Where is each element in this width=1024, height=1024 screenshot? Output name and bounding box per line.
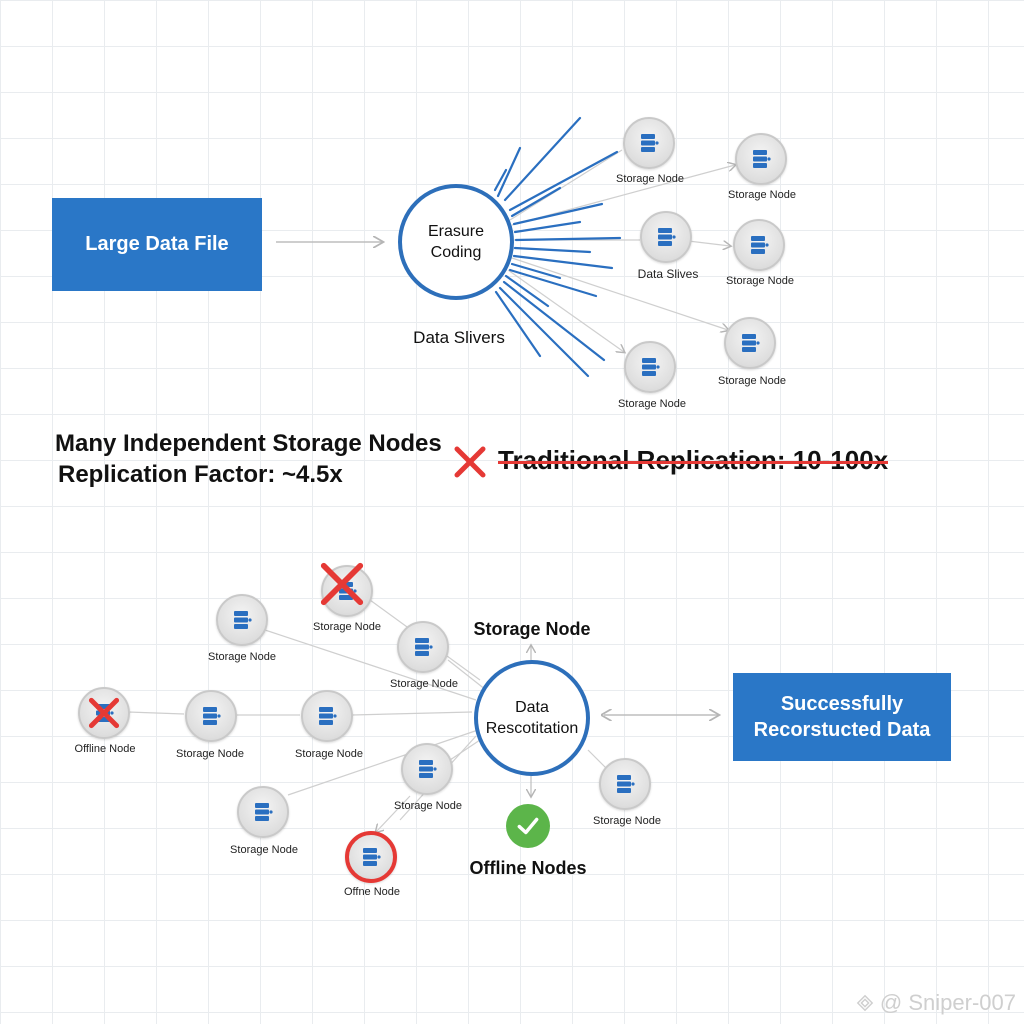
data-slivers-label: Data Slivers: [413, 328, 505, 347]
success-badge: [506, 804, 550, 848]
data-reconstitution-hub: Data Rescotitation: [474, 660, 590, 776]
data-reconstitution-line1: Data: [515, 699, 549, 716]
storage-node: [624, 341, 676, 393]
data-reconstitution-line2: Rescotitation: [485, 720, 579, 737]
server-icon: [751, 236, 769, 254]
storage-node: [237, 786, 289, 838]
storage-node: [397, 621, 449, 673]
storage-node-label: Storage Node: [176, 748, 244, 760]
reconstructed-data-line2: Recorstucted Data: [753, 719, 931, 741]
server-icon: [255, 803, 273, 821]
storage-node-heading: Storage Node: [473, 619, 591, 639]
erasure-coding-line1: Erasure: [427, 223, 485, 240]
storage-node: [216, 594, 268, 646]
erasure-coding-hub: Erasure Coding: [398, 184, 514, 300]
watermark: @ Sniper-007: [856, 990, 1016, 1016]
data-slives-label: Data Slives: [637, 267, 699, 281]
server-icon: [753, 150, 771, 168]
storage-node-label: Storage Node: [726, 275, 794, 287]
server-icon: [641, 134, 659, 152]
watermark-logo-icon: [856, 994, 874, 1012]
storage-node: [401, 743, 453, 795]
storage-node: [185, 690, 237, 742]
storage-node-label: Storage Node: [718, 375, 786, 387]
storage-node: [724, 317, 776, 369]
watermark-text: @ Sniper-007: [879, 990, 1016, 1015]
traditional-replication-struck: Traditional Replication: 10-100x: [498, 445, 889, 476]
close-icon: [320, 562, 364, 606]
server-icon: [363, 848, 381, 866]
data-slives-node: [640, 211, 692, 263]
check-icon: [517, 817, 539, 835]
storage-node: [735, 133, 787, 185]
storage-node-label: Storage Node: [394, 800, 462, 812]
reconstructed-data-box: Successfully Recorstucted Data: [733, 673, 951, 761]
erasure-coding-line2: Coding: [430, 244, 482, 261]
server-icon: [319, 707, 337, 725]
server-icon: [742, 334, 760, 352]
storage-node-label: Storage Node: [593, 815, 661, 827]
strikethrough-line: [498, 460, 889, 464]
server-icon: [234, 611, 252, 629]
storage-node-label: Storage Node: [616, 173, 684, 185]
server-icon: [203, 707, 221, 725]
large-data-file-box: Large Data File: [52, 198, 262, 291]
offline-nodes-heading: Offline Nodes: [469, 858, 587, 878]
server-icon: [617, 775, 635, 793]
storage-node-label: Storage Node: [295, 748, 363, 760]
storage-node: [599, 758, 651, 810]
offline-node-ring: [345, 831, 397, 883]
server-icon: [642, 358, 660, 376]
many-independent-nodes-heading: Many Independent Storage Nodes: [55, 430, 442, 457]
server-icon: [419, 760, 437, 778]
storage-node-label: Storage Node: [313, 621, 381, 633]
server-icon: [658, 228, 676, 246]
close-icon: [88, 697, 120, 729]
close-icon: [454, 446, 486, 478]
storage-node-label: Storage Node: [728, 189, 796, 201]
storage-node-label: Storage Node: [230, 844, 298, 856]
data-sliver-shards: [493, 116, 622, 378]
traditional-replication-label: Traditional Replication: 10-100x: [498, 445, 889, 475]
server-icon: [415, 638, 433, 656]
storage-node-label: Storage Node: [618, 398, 686, 410]
storage-node: [733, 219, 785, 271]
offline-node-label: Offline Node: [74, 743, 136, 755]
offline-node-label: Offne Node: [343, 886, 401, 898]
storage-node: [623, 117, 675, 169]
storage-node-label: Storage Node: [390, 678, 458, 690]
storage-node: [301, 690, 353, 742]
large-data-file-label: Large Data File: [85, 233, 229, 255]
reconstructed-data-line1: Successfully: [780, 693, 904, 715]
replication-factor-heading: Replication Factor: ~4.5x: [58, 461, 343, 488]
storage-node-label: Storage Node: [208, 651, 276, 663]
